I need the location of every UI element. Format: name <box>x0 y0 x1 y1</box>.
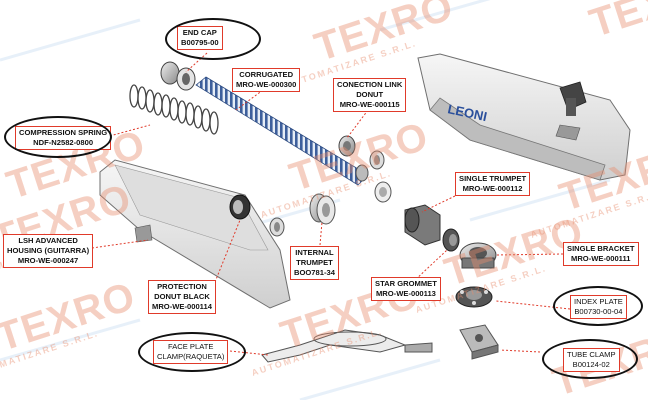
tube-clamp <box>459 324 499 360</box>
compression-spring <box>129 84 219 135</box>
highlight-ellipse-face-plate-clamp <box>138 332 246 372</box>
connection-link-donut <box>338 135 392 203</box>
protection-donut-black <box>229 194 251 220</box>
internal-trumpet <box>269 193 336 237</box>
star-grommet <box>442 228 460 252</box>
end-cap <box>160 61 196 91</box>
face-plate-clamp <box>261 329 433 363</box>
highlight-ellipse-end-cap <box>165 18 261 60</box>
highlight-ellipse-index-plate <box>553 286 643 326</box>
index-plate <box>455 286 493 308</box>
highlight-ellipse-tube-clamp <box>542 339 638 379</box>
single-trumpet <box>404 204 441 246</box>
highlight-ellipse-compression-spring <box>4 116 112 158</box>
single-bracket <box>459 242 497 269</box>
leoni-housing: LEONI <box>417 53 631 181</box>
